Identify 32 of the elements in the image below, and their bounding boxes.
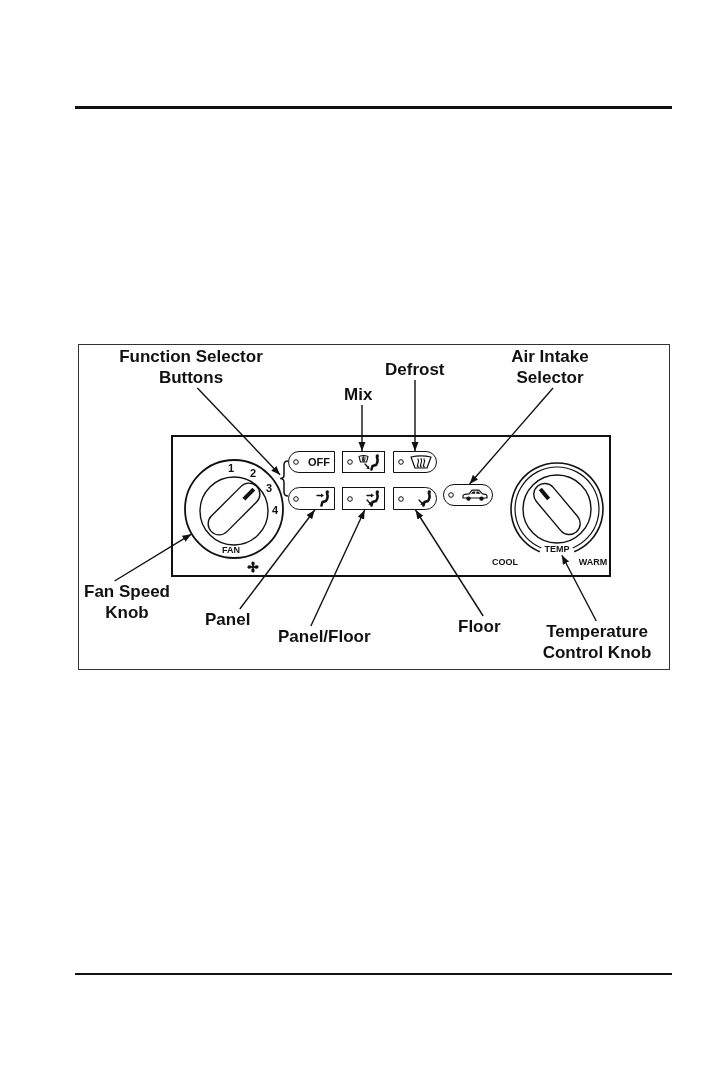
leader-line	[310, 509, 366, 627]
leader-line	[414, 509, 484, 617]
bracket	[280, 460, 288, 497]
scale-label: COOL	[492, 557, 518, 567]
mode-button	[342, 451, 385, 473]
leader-line	[358, 404, 366, 452]
callout-label: Panel	[205, 609, 251, 630]
mode-button	[342, 487, 385, 510]
dial-label: FAN	[222, 545, 240, 555]
callout-label: Mix	[344, 384, 373, 405]
fan-speed-knob	[184, 459, 284, 559]
leader-line	[561, 554, 597, 622]
control-panel	[171, 435, 611, 577]
callout-label: Floor	[458, 616, 501, 637]
callout-label: Fan Speed Knob	[82, 581, 172, 623]
dial-number: 2	[249, 467, 257, 479]
leader-line	[196, 387, 281, 476]
callout-label: Panel/Floor	[278, 626, 371, 647]
callout-label: Function Selector Buttons	[117, 346, 265, 388]
dial-number: 4	[271, 504, 279, 516]
scale-label: WARM	[578, 557, 608, 567]
callout-label: Temperature Control Knob	[541, 621, 653, 663]
mode-button	[288, 487, 335, 510]
leader-line	[411, 379, 419, 452]
dial-number: 3	[265, 482, 273, 494]
leader-line	[239, 509, 316, 610]
callout-label: Defrost	[385, 359, 445, 380]
callout-label: Air Intake Selector	[510, 346, 590, 388]
dial-label: TEMP	[544, 544, 570, 554]
dial-number: 1	[227, 462, 235, 474]
leader-line	[113, 533, 193, 582]
leader-line	[468, 387, 554, 485]
